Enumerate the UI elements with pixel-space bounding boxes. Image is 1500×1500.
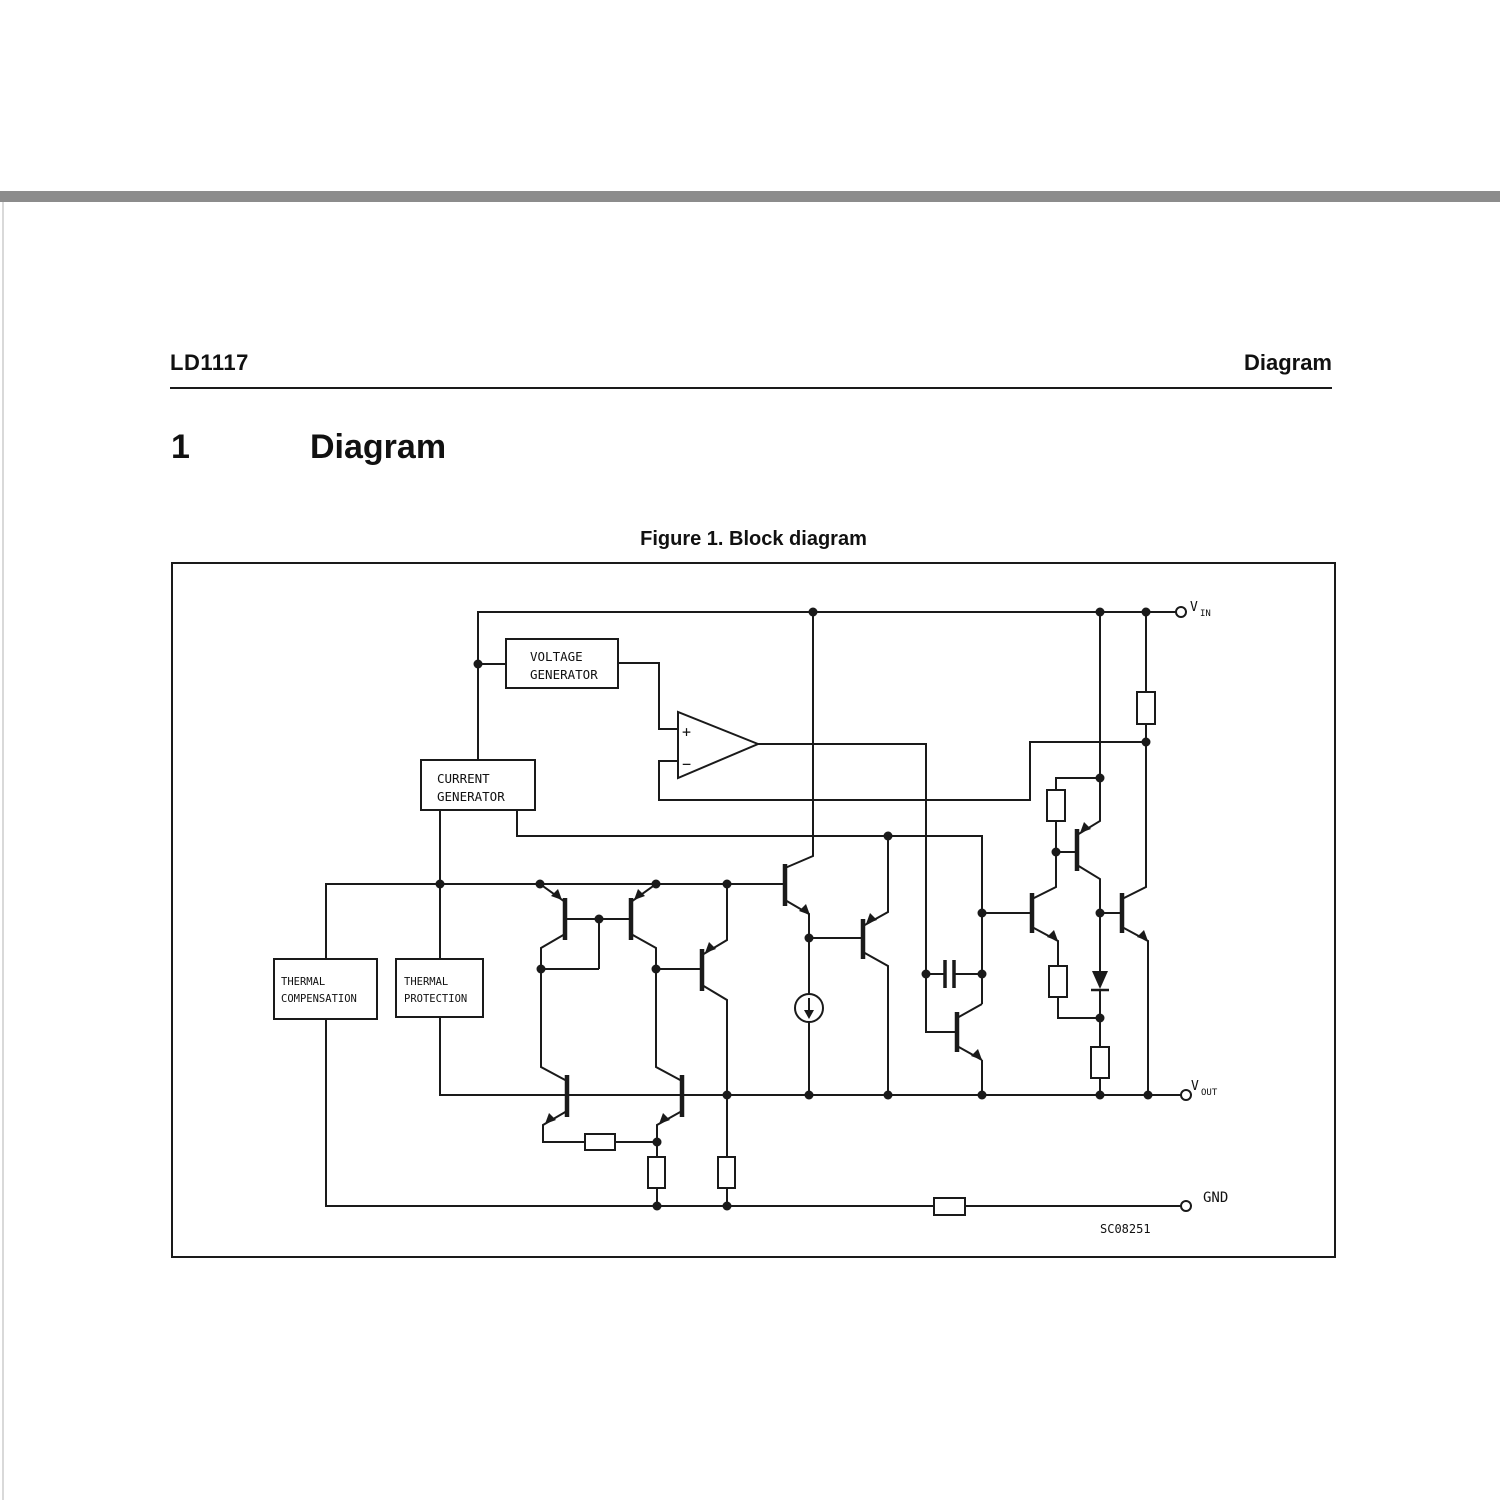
vin-label-sub: IN — [1200, 609, 1211, 619]
transistor-bars — [562, 829, 1125, 1117]
thermal-protection-label-line2: PROTECTION — [404, 993, 467, 1005]
resistor-bias-upper — [1046, 789, 1066, 822]
vin-terminal — [1175, 606, 1187, 618]
thermal-protection-label-line1: THERMAL — [404, 976, 448, 988]
vout-label: V — [1191, 1079, 1199, 1094]
resistor-to-gnd-left — [647, 1156, 666, 1189]
terminals: V IN V OUT GND — [1175, 600, 1228, 1212]
current-source — [794, 993, 824, 1023]
voltage-generator-block: VOLTAGE GENERATOR — [505, 638, 619, 689]
resistor-degeneration — [584, 1133, 616, 1151]
vout-label-sub: OUT — [1201, 1088, 1218, 1098]
vin-label: V — [1190, 600, 1198, 615]
resistor-emitter — [1048, 965, 1068, 998]
figure-border — [171, 562, 1336, 1258]
resistor-vin — [1136, 691, 1156, 725]
page-top-band — [0, 191, 1500, 202]
emitter-arrows — [545, 822, 1148, 1124]
thermal-protection-block: THERMAL PROTECTION — [395, 958, 484, 1018]
drawing-code: SC08251 — [1100, 1222, 1151, 1236]
voltage-generator-label-line1: VOLTAGE — [530, 649, 583, 664]
opamp-minus-sign: − — [682, 755, 691, 773]
error-amplifier: + − — [677, 710, 761, 780]
current-generator-label-line2: GENERATOR — [437, 789, 505, 804]
thermal-compensation-label-line2: COMPENSATION — [281, 993, 357, 1005]
resistors — [584, 691, 1156, 1216]
section-title: Diagram — [310, 428, 447, 466]
thermal-compensation-block: THERMAL COMPENSATION — [273, 958, 378, 1020]
header-rule — [170, 387, 1332, 389]
resistor-to-gnd-right — [717, 1156, 736, 1189]
zener-diode — [1091, 971, 1109, 992]
section-number: 1 — [171, 428, 190, 466]
voltage-generator-label-line2: GENERATOR — [530, 667, 598, 682]
wires — [325, 611, 1181, 1207]
running-header-section: Diagram — [1243, 350, 1332, 375]
page-edge-shadow — [2, 202, 4, 1500]
current-generator-block: CURRENT GENERATOR — [420, 759, 536, 811]
figure-caption: Figure 1. Block diagram — [640, 528, 867, 550]
gnd-terminal — [1180, 1200, 1192, 1212]
opamp-plus-sign: + — [682, 723, 691, 741]
gnd-label: GND — [1203, 1190, 1228, 1206]
thermal-compensation-label-line1: THERMAL — [281, 976, 325, 988]
compensation-capacitor — [943, 960, 956, 988]
vout-terminal — [1180, 1089, 1192, 1101]
junction-dots — [435, 607, 1153, 1211]
resistor-below-diode — [1090, 1046, 1110, 1079]
running-header-part-number: LD1117 — [170, 350, 249, 375]
current-generator-label-line1: CURRENT — [437, 771, 490, 786]
resistor-gnd-rail — [933, 1197, 966, 1216]
